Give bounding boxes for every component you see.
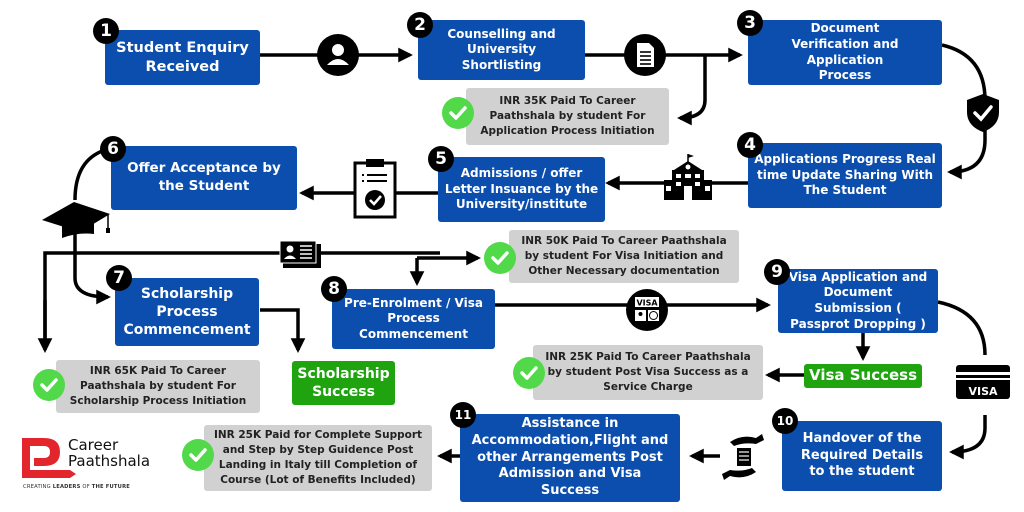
step-8-number-badge: 8 xyxy=(321,276,347,302)
step-5-label: Admissions / offer Letter Insuance by th… xyxy=(444,166,599,212)
check-icon xyxy=(513,357,545,389)
payment-note-35k: INR 35K Paid To Career Paathshala by stu… xyxy=(466,88,669,145)
document-icon xyxy=(623,33,667,81)
handover-document-icon xyxy=(718,432,768,486)
step-2-label: Counselling and University Shortlisting xyxy=(447,26,556,72)
visa-stamp-icon: VISA xyxy=(625,288,669,336)
step-7-number-badge: 7 xyxy=(106,265,132,291)
arrow-6-to-cap xyxy=(73,148,106,201)
step-10-label: Handover of the Required Details to the … xyxy=(800,430,924,480)
step-4-box: Applications Progress Real time Update S… xyxy=(748,143,942,208)
step-2-number-badge: 2 xyxy=(407,12,433,38)
arrow-cap-to-7 xyxy=(73,230,111,305)
step-2-box: Counselling and University Shortlisting xyxy=(418,20,585,80)
university-building-icon xyxy=(662,152,714,206)
check-icon xyxy=(33,369,65,401)
check-icon xyxy=(442,97,474,129)
step-1-label: Student Enquiry Received xyxy=(116,39,249,75)
user-icon xyxy=(316,33,360,81)
arrow-to-35k-note xyxy=(677,55,707,126)
shield-check-icon xyxy=(965,92,1001,138)
logo-tagline: CREATING LEADERS OF THE FUTURE xyxy=(23,484,131,490)
step-10-box: Handover of the Required Details to the … xyxy=(782,421,942,491)
arrow-7-to-scholarship-success xyxy=(260,308,306,353)
logo-mark-icon xyxy=(22,438,76,478)
scholarship-success-badge: Scholarship Success xyxy=(292,361,395,405)
step-7-box: Scholarship Process Commencement xyxy=(115,278,259,346)
step-6-label: Offer Acceptance by the Student xyxy=(127,160,281,194)
graduation-cap-icon xyxy=(40,194,112,244)
step-6-number-badge: 6 xyxy=(100,136,126,162)
check-icon xyxy=(182,439,214,471)
check-icon xyxy=(484,242,516,274)
payment-note-25k-visa: INR 25K Paid To Career Paathshala by stu… xyxy=(533,345,763,400)
id-card-icon xyxy=(279,240,323,274)
step-7-label: Scholarship Process Commencement xyxy=(123,285,251,339)
payment-note-25k-support: INR 25K Paid for Complete Support and St… xyxy=(204,425,432,491)
step-5-box: Admissions / offer Letter Insuance by th… xyxy=(438,157,605,222)
visa-card-icon: VISA xyxy=(955,364,1011,404)
step-1-number-badge: 1 xyxy=(93,18,119,44)
career-paathshala-logo: Career Paathshala CREATING LEADERS OF TH… xyxy=(20,436,160,496)
step-6-box: Offer Acceptance by the Student xyxy=(111,146,297,210)
visa-card-label: VISA xyxy=(968,385,998,398)
visa-stamp-label: VISA xyxy=(636,299,658,308)
payment-note-50k: INR 50K Paid To Career Paathshala by stu… xyxy=(509,230,739,283)
step-11-box: Assistance in Accommodation,Flight and o… xyxy=(460,414,680,502)
step-3-box: Document Verification and Application Pr… xyxy=(748,20,942,85)
step-9-label: Visa Application and Document Submission… xyxy=(788,269,928,331)
step-4-number-badge: 4 xyxy=(737,132,763,158)
arrow-9-to-visa-card xyxy=(937,300,987,356)
step-3-label: Document Verification and Application Pr… xyxy=(791,21,899,83)
payment-note-65k: INR 65K Paid To Career Paathshala by stu… xyxy=(56,360,260,413)
step-11-label: Assistance in Accommodation,Flight and o… xyxy=(471,415,669,499)
step-11-number-badge: 11 xyxy=(450,402,476,428)
step-10-number-badge: 10 xyxy=(772,408,798,434)
arrow-visa-card-to-10 xyxy=(949,415,987,460)
step-9-box: Visa Application and Document Submission… xyxy=(778,269,938,333)
visa-success-badge: Visa Success xyxy=(804,364,922,388)
step-9-number-badge: 9 xyxy=(764,259,790,285)
clipboard-check-icon xyxy=(352,157,398,223)
step-4-label: Applications Progress Real time Update S… xyxy=(754,152,936,198)
step-8-box: Pre-Enrolment / Visa Process Commencemen… xyxy=(332,289,495,349)
step-1-box: Student Enquiry Received xyxy=(105,30,260,85)
logo-wordmark: Career Paathshala xyxy=(68,436,151,470)
step-8-label: Pre-Enrolment / Visa Process Commencemen… xyxy=(344,295,483,341)
step-5-number-badge: 5 xyxy=(428,146,454,172)
step-3-number-badge: 3 xyxy=(737,10,763,36)
